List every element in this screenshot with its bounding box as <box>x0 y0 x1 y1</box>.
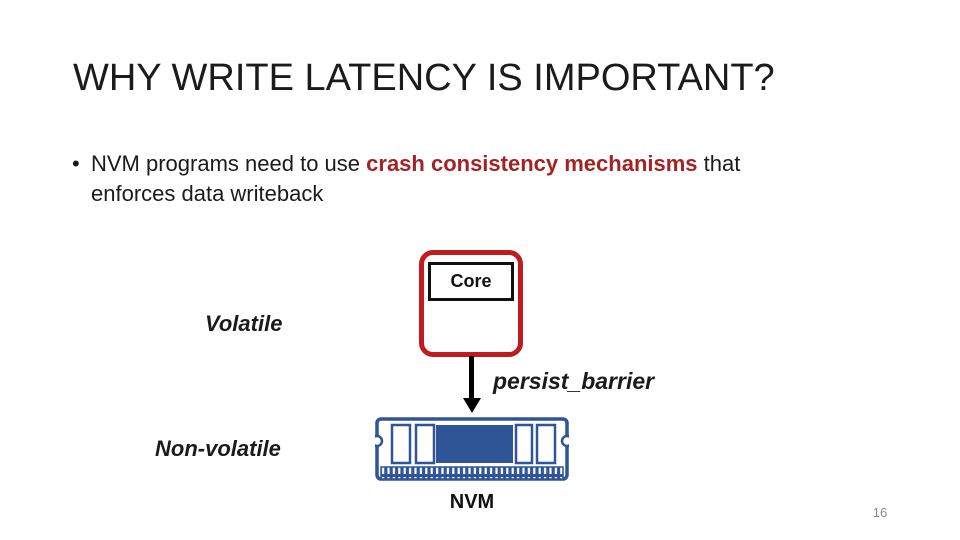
bullet-line2: enforces data writeback <box>91 181 324 206</box>
bullet-segment-emphasis: crash consistency mechanisms <box>366 151 698 176</box>
nonvolatile-label: Non-volatile <box>155 436 281 461</box>
down-arrow-shaft <box>469 356 474 400</box>
bullet-item: • NVM programs need to use crash consist… <box>72 149 852 209</box>
nvm-label: NVM <box>449 491 495 513</box>
bullet-segment: NVM programs need to use <box>91 151 367 176</box>
core-label: Core <box>450 271 492 291</box>
memory-module-icon <box>375 417 569 481</box>
volatile-label: Volatile <box>205 311 283 336</box>
bullet-marker: • <box>72 151 80 176</box>
bullet-text: NVM programs need to use crash consisten… <box>91 149 852 209</box>
down-arrow-head-icon <box>463 398 481 413</box>
page-number: 16 <box>872 505 888 520</box>
persist-barrier-label: persist_barrier <box>493 368 655 394</box>
bullet-segment: that <box>697 151 741 176</box>
page-title: WHY WRITE LATENCY IS IMPORTANT? <box>73 57 775 99</box>
core-box: Core <box>428 262 514 301</box>
